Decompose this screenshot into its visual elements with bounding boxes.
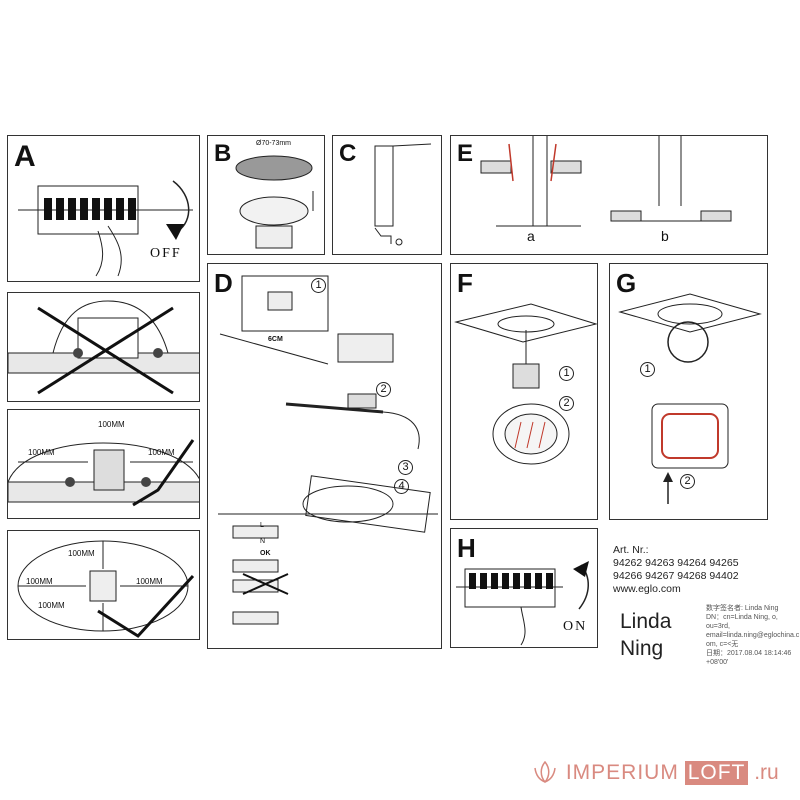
spacing-label-top: 100MM (98, 420, 125, 429)
spacing2-label-1: 100MM (26, 577, 53, 586)
panel-spacing-top: 100MM 100MM 100MM 100MM (7, 530, 200, 640)
step-3: 3 (398, 460, 413, 475)
spacing-label-left: 100MM (28, 448, 55, 457)
panel-f-label: F (457, 268, 473, 298)
watermark-suffix: .ru (754, 761, 779, 784)
cross-icon (37, 306, 174, 395)
panel-e-label: E (457, 140, 474, 167)
signature-last: Ning (620, 637, 664, 660)
panel-d: D 1 2 3 4 6CM L N OK (207, 263, 442, 649)
spring-clip-icon (374, 143, 432, 246)
spacing-label-right: 100MM (148, 448, 175, 457)
g-step-2: 2 (680, 474, 695, 489)
signature-details: 数字签名者: Linda Ning DN：cn=Linda Ning, o, o… (706, 604, 800, 667)
check-icon (132, 439, 195, 507)
panel-d-label: D (214, 268, 233, 298)
cable-length: 6CM (268, 336, 283, 343)
breaker-switch-icon (18, 180, 193, 277)
step-4: 4 (394, 479, 409, 494)
panel-g-label: G (616, 268, 637, 298)
panel-h-label: H (457, 533, 476, 563)
sub-label-a: a (527, 228, 535, 244)
f-step-1: 1 (559, 366, 574, 381)
article-numbers-2: 94266 94267 94268 94402 (613, 570, 739, 582)
panel-a: A OFF (7, 135, 200, 282)
sig-line-4: email=linda.ning@eglochina.c (706, 632, 800, 639)
signature-name: Linda Ning (620, 608, 671, 662)
panel-spacing-side: 100MM 100MM 100MM (7, 409, 200, 519)
diameter-text: Ø70-73mm (256, 140, 292, 147)
sig-line-3: ou=3rd, (706, 623, 730, 630)
panel-ceiling-wrong (7, 292, 200, 402)
sig-line-2: DN：cn=Linda Ning, o, (706, 614, 778, 621)
article-info: Art. Nr.: 94262 94263 94264 94265 94266 … (613, 544, 739, 596)
sig-line-5: om, c=<无 (706, 641, 739, 648)
sig-line-1: 数字签名者: Linda Ning (706, 605, 779, 612)
g-step-1: 1 (640, 362, 655, 377)
panel-h: H ON (450, 528, 598, 648)
watermark-brand-2: LOFT (684, 761, 749, 785)
panel-b: B Ø70-73mm (207, 135, 325, 255)
on-text: ON (563, 619, 588, 634)
sub-label-b: b (661, 228, 669, 244)
watermark: IMPERIUM LOFT .ru (530, 758, 779, 792)
ring-icon (667, 321, 709, 363)
panel-e: E a b (450, 135, 768, 255)
spacing2-label-4: 100MM (38, 601, 65, 610)
lamp-icon (235, 155, 314, 249)
sig-line-6: 日期：2017.08.04 18:14:46 (706, 650, 792, 657)
panel-c: C (332, 135, 442, 255)
spacing2-label-3: 100MM (136, 577, 163, 586)
step-1: 1 (311, 278, 326, 293)
article-numbers-1: 94262 94263 94264 94265 (613, 557, 739, 569)
mark-l: L (260, 522, 264, 529)
signature-first: Linda (620, 610, 672, 633)
watermark-brand-1: IMPERIUM (565, 761, 679, 784)
panel-c-label: C (339, 140, 357, 167)
sig-line-7: +08'00' (706, 659, 729, 666)
mark-ok: OK (260, 550, 271, 557)
off-text: OFF (150, 246, 182, 261)
panel-b-label: B (214, 140, 232, 167)
arrow-icon (166, 224, 184, 240)
panel-g: G 1 2 (609, 263, 768, 520)
panel-a-label: A (14, 140, 36, 173)
lotus-logo-icon (530, 758, 560, 788)
panel-f: F 1 2 (450, 263, 598, 520)
article-title: Art. Nr.: (613, 544, 649, 556)
spacing2-label-2: 100MM (68, 549, 95, 558)
step-2: 2 (376, 382, 391, 397)
breaker-switch-icon-h (456, 561, 589, 646)
mark-n: N (260, 538, 266, 545)
f-step-2: 2 (559, 396, 574, 411)
website-link[interactable]: www.eglo.com (613, 583, 681, 595)
